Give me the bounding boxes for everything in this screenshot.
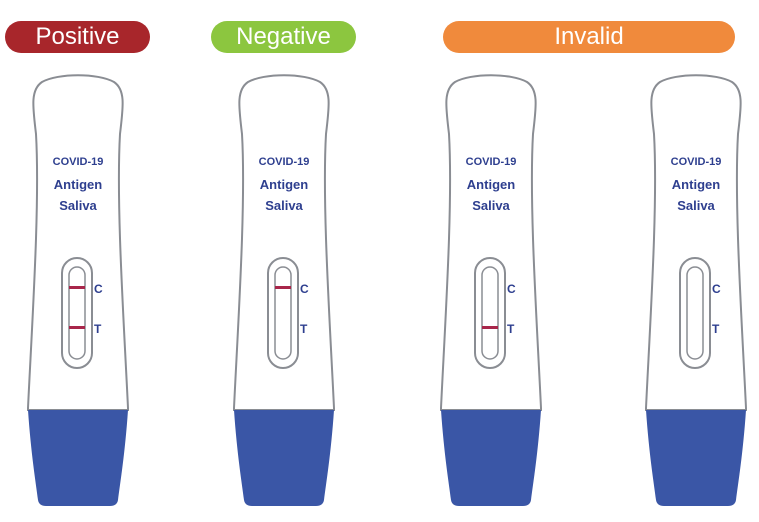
device-drawing	[646, 74, 746, 506]
device-label-antigen: Antigen	[646, 177, 746, 192]
device-cap	[646, 410, 746, 506]
device-label-antigen: Antigen	[441, 177, 541, 192]
test-marker: T	[94, 322, 101, 336]
test-marker: T	[300, 322, 307, 336]
test-marker: T	[507, 322, 514, 336]
device-cap	[234, 410, 334, 506]
control-marker: C	[94, 282, 103, 296]
test-marker: T	[712, 322, 719, 336]
device-label-covid: COVID-19	[441, 156, 541, 168]
test-line	[69, 326, 85, 329]
device-cap	[441, 410, 541, 506]
result-strip	[482, 267, 498, 359]
device-drawing	[234, 74, 334, 506]
device-label-saliva: Saliva	[28, 198, 128, 213]
test-line	[482, 326, 498, 329]
device-label-antigen: Antigen	[28, 177, 128, 192]
device-label-covid: COVID-19	[28, 156, 128, 168]
device-drawing	[28, 74, 128, 506]
control-marker: C	[507, 282, 516, 296]
device-drawing	[441, 74, 541, 506]
invalid-label: Invalid	[443, 21, 735, 53]
control-line	[275, 286, 291, 289]
device-label-covid: COVID-19	[646, 156, 746, 168]
control-line	[69, 286, 85, 289]
device-label-saliva: Saliva	[234, 198, 334, 213]
control-marker: C	[712, 282, 721, 296]
device-label-saliva: Saliva	[646, 198, 746, 213]
control-marker: C	[300, 282, 309, 296]
positive-label: Positive	[5, 21, 150, 53]
result-strip	[69, 267, 85, 359]
device-label-saliva: Saliva	[441, 198, 541, 213]
result-strip	[275, 267, 291, 359]
negative-label: Negative	[211, 21, 356, 53]
result-strip	[687, 267, 703, 359]
device-label-covid: COVID-19	[234, 156, 334, 168]
device-cap	[28, 410, 128, 506]
device-label-antigen: Antigen	[234, 177, 334, 192]
